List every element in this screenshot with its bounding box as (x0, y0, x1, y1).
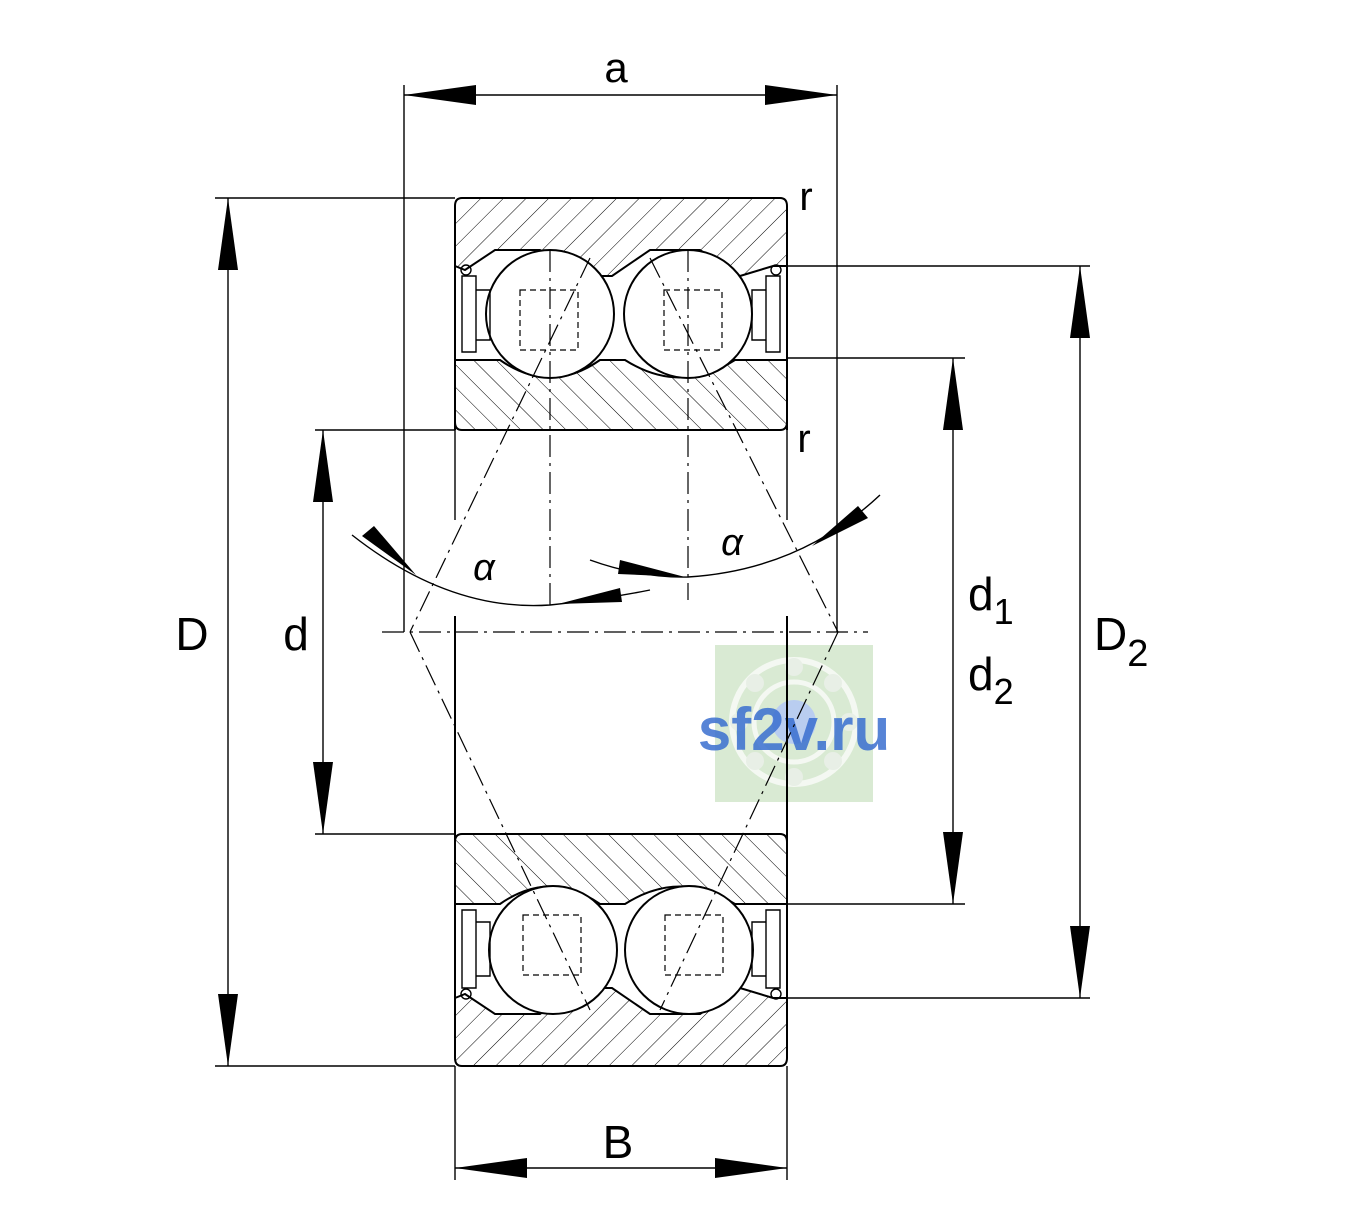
label-r-mid: r (797, 417, 810, 461)
bottom-bearing-section (454, 833, 788, 1067)
bottom-inner-ring (454, 833, 788, 905)
contact-angle-left: α (351, 526, 651, 607)
top-outer-ring (454, 197, 788, 278)
dimension-D2: D2 (787, 265, 1148, 999)
dimension-d1-d2: d1 d2 (787, 357, 1014, 905)
label-alpha-right: α (721, 522, 744, 564)
dimension-B: B (454, 1066, 788, 1180)
top-bearing-section (454, 197, 788, 431)
top-inner-ring (454, 359, 788, 431)
center-lines (382, 250, 868, 1011)
label-D2: D2 (1094, 608, 1148, 675)
label-alpha-left: α (473, 547, 496, 589)
label-d2: d2 (968, 648, 1014, 712)
dimension-d: d (283, 429, 455, 835)
bottom-outer-ring (454, 986, 788, 1067)
dimension-a: a (403, 44, 838, 632)
label-D: D (175, 608, 208, 660)
bottom-ball-right (624, 885, 754, 1015)
bottom-ball-left (488, 885, 618, 1015)
label-B: B (603, 1116, 634, 1168)
watermark: sf2v.ru (698, 645, 890, 802)
contact-angle-right: α (589, 494, 881, 578)
label-a: a (604, 44, 628, 91)
label-d1: d1 (968, 568, 1014, 632)
watermark-text: sf2v.ru (698, 696, 890, 763)
label-r-top: r (799, 175, 812, 219)
label-d: d (283, 608, 309, 660)
dimension-D: D (175, 197, 455, 1067)
